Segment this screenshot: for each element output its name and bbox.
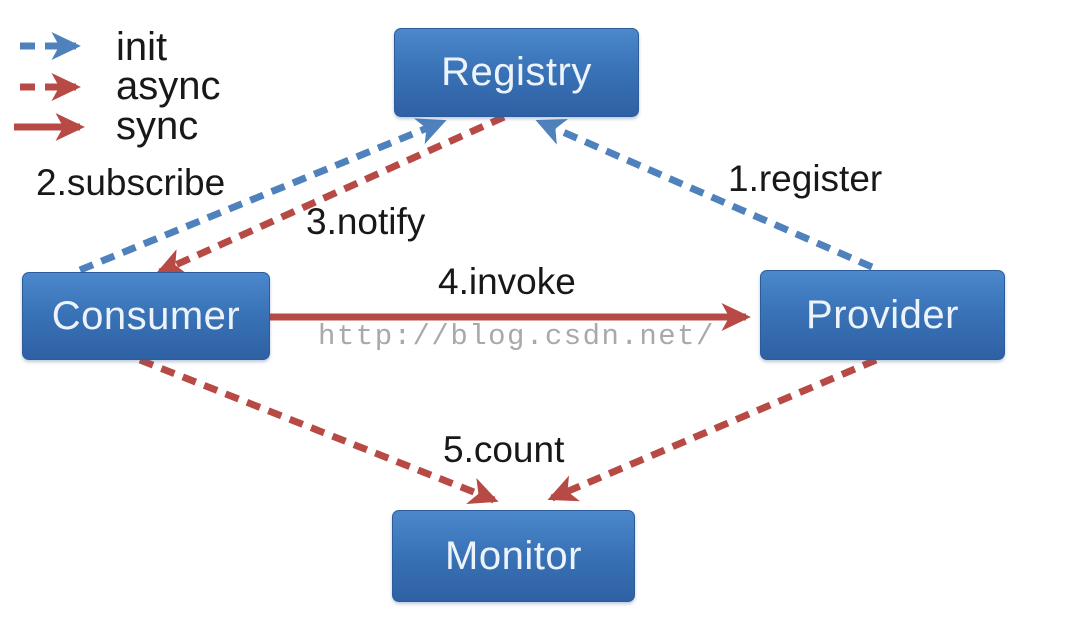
edge-register-line [535,118,874,271]
edge-label-register: 1.register [728,158,883,199]
watermark: http://blog.csdn.net/ [318,320,715,353]
edge-label-subscribe: 2.subscribe [36,162,226,203]
node-provider-label: Provider [806,292,959,337]
node-monitor: Monitor [392,510,635,602]
legend-label-async: async [116,64,221,108]
edge-count-provider-line [547,356,878,502]
legend-label-sync: sync [116,104,199,148]
node-consumer: Consumer [22,272,270,360]
edge-label-count: 5.count [443,429,565,470]
node-registry-label: Registry [441,50,592,94]
edge-label-invoke: 4.invoke [438,261,576,302]
edge-notify-line [155,113,506,276]
legend-label-init: init [116,25,168,69]
node-registry: Registry [394,28,639,117]
node-provider: Provider [760,270,1005,360]
edge-label-notify: 3.notify [306,201,426,242]
edge-subscribe-line [78,118,447,274]
edge-count-consumer-line [138,356,499,505]
node-consumer-label: Consumer [51,293,241,338]
node-monitor-label: Monitor [445,533,582,578]
